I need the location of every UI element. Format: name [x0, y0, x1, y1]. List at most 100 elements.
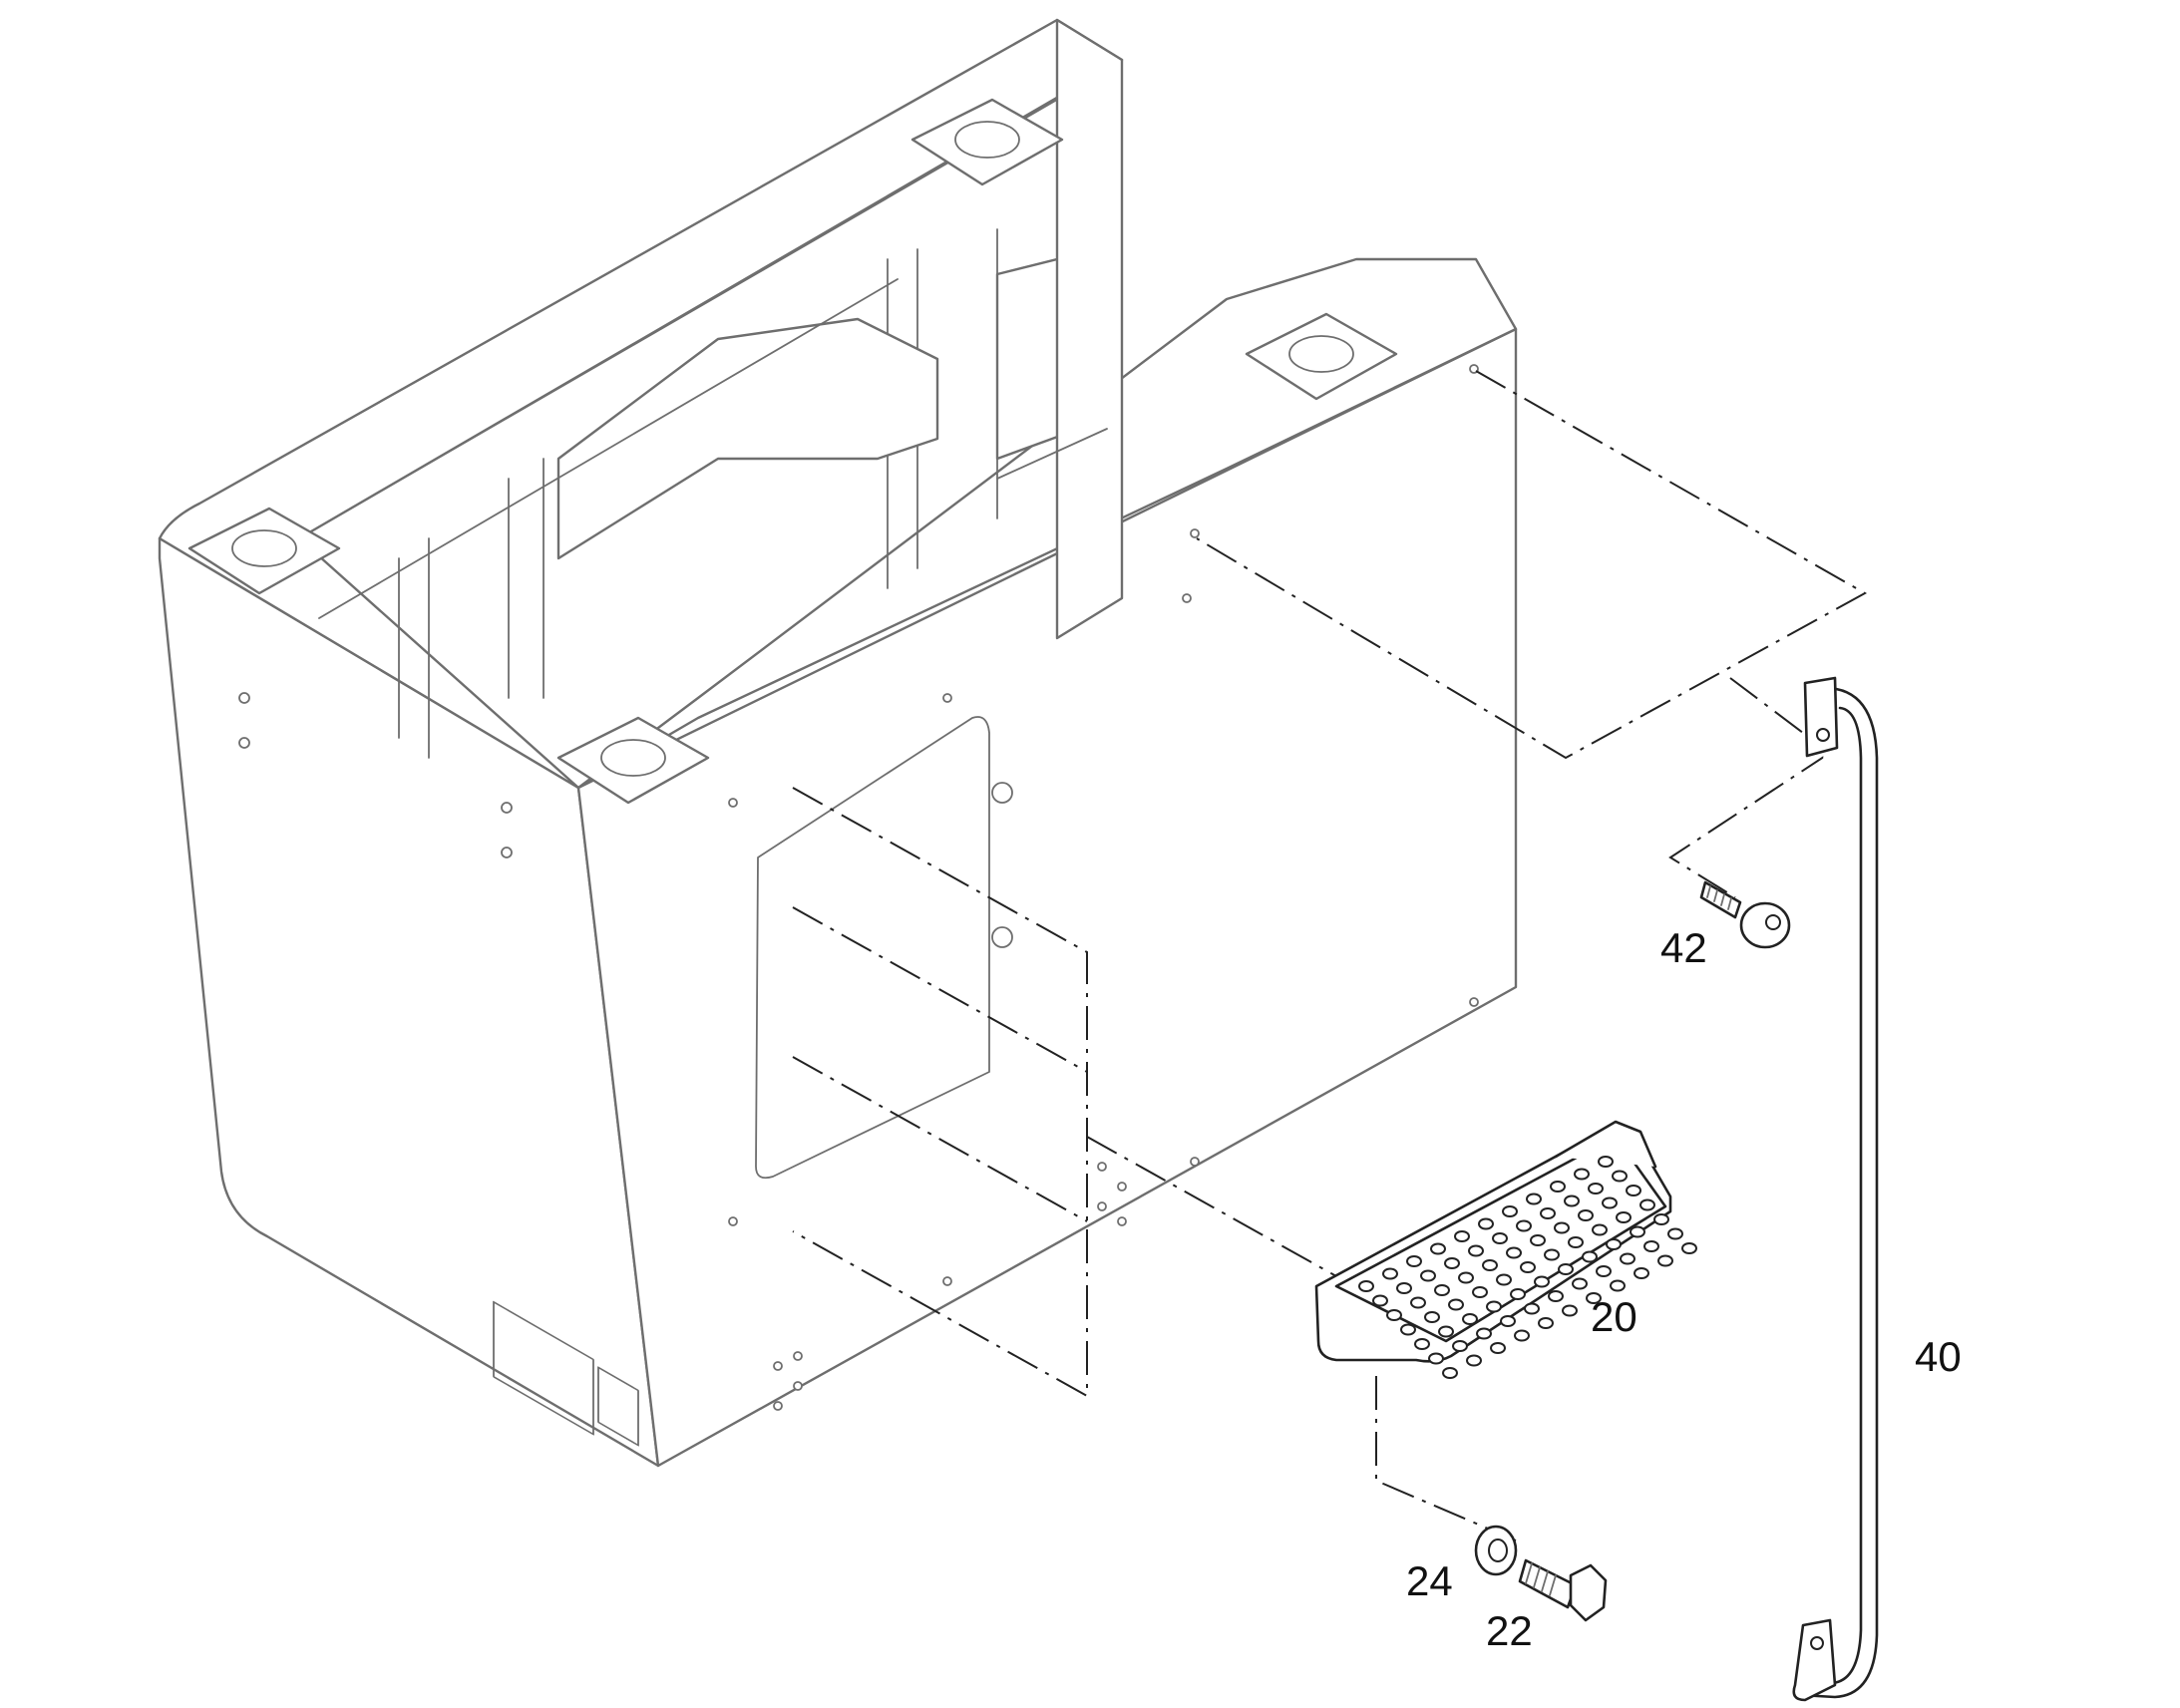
- step-perforation-hole: [1540, 1207, 1556, 1219]
- callout-bolt: 22: [1486, 1607, 1533, 1654]
- step-perforation-hole: [1516, 1219, 1532, 1232]
- step-perforation-hole: [1382, 1267, 1398, 1280]
- step-perforation-hole: [1500, 1315, 1516, 1327]
- step-perforation-hole: [1462, 1313, 1478, 1325]
- step-perforation-hole: [1400, 1323, 1416, 1336]
- step-perforation-hole: [1454, 1230, 1470, 1242]
- step-perforation-hole: [1428, 1352, 1444, 1365]
- leader-screw: [1668, 752, 1831, 898]
- step-perforation-hole: [1602, 1196, 1618, 1209]
- step-perforation-hole: [1472, 1286, 1488, 1298]
- step-perforation-hole: [1372, 1294, 1388, 1307]
- bolt-head: [1569, 1563, 1608, 1622]
- step-perforation-hole: [1496, 1273, 1512, 1286]
- leader-panel-mid-2: [792, 1056, 1088, 1222]
- leader-step: [1086, 1136, 1337, 1277]
- housing-side-panel: [755, 716, 990, 1180]
- step-perforation-hole: [1558, 1263, 1574, 1275]
- step-perforation-hole: [1616, 1211, 1632, 1223]
- step-perforation-hole: [1550, 1181, 1566, 1193]
- step-perforation-hole: [1410, 1296, 1426, 1309]
- step-perforation-hole: [1490, 1342, 1506, 1354]
- step-perforation-hole: [1643, 1240, 1659, 1252]
- step-perforation-hole: [1681, 1242, 1697, 1254]
- step-perforation-hole: [1562, 1304, 1578, 1317]
- step-perforation-hole: [1386, 1309, 1402, 1321]
- step-perforation-hole: [1667, 1227, 1683, 1240]
- step-perforation-hole: [1657, 1254, 1673, 1267]
- step-perforation-hole: [1482, 1259, 1498, 1271]
- step-perforation-hole: [1538, 1317, 1554, 1329]
- housing-top-rim-left: [158, 18, 1124, 790]
- mount-flange-1: [187, 507, 341, 595]
- step-perforation-hole: [1548, 1290, 1564, 1302]
- step-rear-lip: [1554, 1120, 1657, 1169]
- leader-handrail-upper: [1196, 370, 1868, 760]
- step-perforation-hole: [1434, 1284, 1450, 1296]
- step-perforation-hole: [1442, 1367, 1458, 1379]
- step-perforation-hole: [1592, 1223, 1608, 1236]
- housing-mount-flanges: [187, 98, 1398, 805]
- step-perforation-hole: [1466, 1354, 1482, 1367]
- step-perforation-hole: [1438, 1325, 1454, 1338]
- leader-handrail-stub: [1729, 677, 1808, 737]
- mount-flange-3: [1245, 312, 1398, 401]
- step-perforation-hole: [1414, 1338, 1430, 1350]
- housing-front-face: [158, 536, 660, 1468]
- leader-step-fastener: [1375, 1376, 1517, 1541]
- step-perforation-hole: [1544, 1248, 1560, 1261]
- step-perforation-hole: [1406, 1255, 1422, 1267]
- washer-hole: [1488, 1538, 1508, 1562]
- screw-shank: [1699, 880, 1742, 919]
- bolt-shank: [1518, 1558, 1578, 1609]
- step-perforation-hole: [1420, 1269, 1436, 1282]
- handrail-bottom-bracket-hole: [1810, 1636, 1824, 1650]
- step-perforation-hole: [1510, 1288, 1526, 1300]
- step-perforation-hole: [1514, 1329, 1530, 1342]
- step-perforation-hole: [1526, 1193, 1542, 1205]
- step-perforation-hole: [1458, 1271, 1474, 1284]
- step-perforation-hole: [1586, 1292, 1602, 1304]
- step-perforation-hole: [1582, 1250, 1598, 1263]
- step-perforation-hole: [1478, 1217, 1494, 1230]
- step-perforation-hole: [1486, 1300, 1502, 1313]
- step-perforation-hole: [1574, 1168, 1590, 1181]
- bolt-thread: [1525, 1562, 1557, 1596]
- step-perforation-hole: [1598, 1156, 1614, 1168]
- step-perforation-hole: [1588, 1183, 1604, 1195]
- housing-top-rim-right: [576, 257, 1518, 790]
- step-perforation-hole: [1430, 1242, 1446, 1255]
- housing-front-opening-2: [597, 1366, 639, 1447]
- callout-step: 20: [1591, 1293, 1637, 1340]
- housing-rear-tower: [1055, 18, 1124, 640]
- step-perforation-hole: [1578, 1209, 1594, 1221]
- handrail: [1792, 676, 1879, 1702]
- step-perforation-hole: [1424, 1311, 1440, 1323]
- step-perforation-hole: [1448, 1298, 1464, 1311]
- screw-head-socket: [1765, 914, 1781, 930]
- bolt: [1518, 1558, 1608, 1622]
- step-perforation-hole: [1554, 1221, 1570, 1234]
- step-perforation-hole: [1612, 1170, 1628, 1183]
- step-perforation-hole: [1606, 1238, 1622, 1250]
- screw-head: [1739, 901, 1791, 949]
- callout-screw: 42: [1660, 924, 1707, 971]
- step-tread: [1314, 1120, 1697, 1379]
- callout-handrail: 40: [1915, 1333, 1962, 1380]
- step-perforation-hole: [1620, 1252, 1635, 1265]
- housing-holes: [238, 364, 1479, 1411]
- housing-inner-post-left: [398, 458, 545, 759]
- step-perforation-hole: [1626, 1185, 1641, 1196]
- step-perforation-hole: [1634, 1267, 1649, 1279]
- step-perforation-hole: [1568, 1236, 1584, 1248]
- housing-frame: [158, 18, 1518, 1468]
- leader-panel-holes: [792, 787, 1088, 1398]
- housing-right-face: [576, 327, 1518, 1468]
- mount-flange-4: [556, 716, 710, 805]
- step-perforation-hole: [1530, 1234, 1546, 1246]
- screw-thread: [1706, 885, 1732, 910]
- step-perforation-hole: [1653, 1213, 1669, 1225]
- step-perforation-hole: [1596, 1265, 1612, 1277]
- step-perforation-hole: [1506, 1246, 1522, 1259]
- handrail-top-bracket-hole: [1816, 728, 1830, 742]
